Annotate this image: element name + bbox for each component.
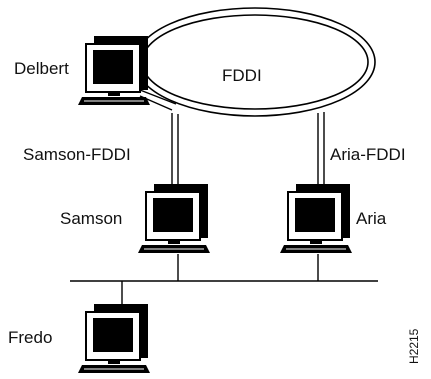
computer-aria-icon xyxy=(279,183,353,254)
node-label-fredo: Fredo xyxy=(8,328,52,347)
fddi-label: FDDI xyxy=(222,66,262,85)
link-label-samson-fddi: Samson-FDDI xyxy=(23,145,131,164)
link-label-aria-fddi: Aria-FDDI xyxy=(330,145,406,164)
node-label-samson: Samson xyxy=(60,209,122,228)
aria-fddi-link xyxy=(317,112,325,186)
computer-samson-icon xyxy=(137,183,211,254)
node-label-delbert: Delbert xyxy=(14,59,69,78)
delbert-ring-link xyxy=(139,89,177,111)
node-label-aria: Aria xyxy=(356,209,387,228)
figure-id: H2215 xyxy=(407,328,421,364)
computer-fredo-icon xyxy=(77,303,151,374)
computer-delbert-icon xyxy=(77,35,151,106)
fddi-ring xyxy=(134,7,376,117)
samson-fddi-link xyxy=(171,113,179,186)
